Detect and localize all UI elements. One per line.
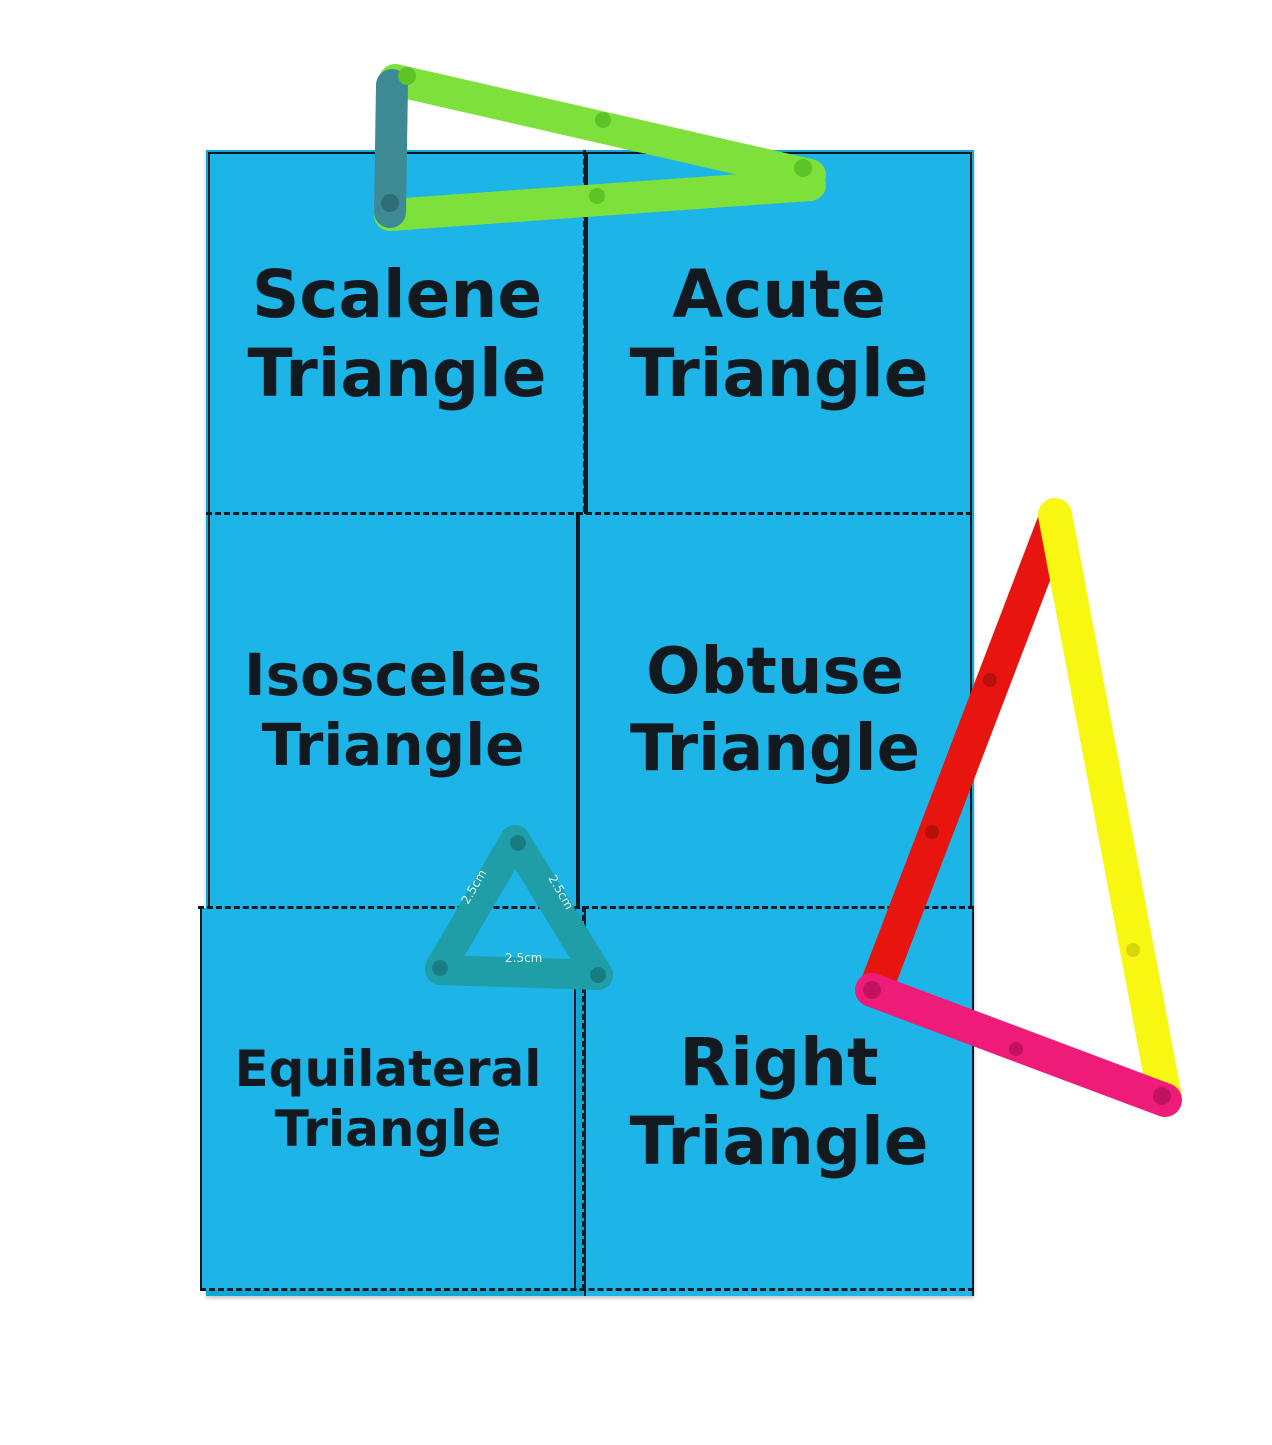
flap-label: Equilateral Triangle [234, 1040, 542, 1158]
flap-label: Scalene Triangle [247, 255, 547, 412]
flap-isosceles[interactable]: Isosceles Triangle [208, 514, 578, 908]
measure-label: 2.5cm [505, 951, 542, 965]
flap-label: Right Triangle [629, 1023, 929, 1180]
flap-label: Obtuse Triangle [629, 635, 921, 786]
right-strip-triangle[interactable] [855, 498, 1182, 1117]
cut-line [198, 906, 974, 909]
cut-line [206, 512, 972, 515]
flap-label: Isosceles Triangle [244, 641, 542, 779]
cut-line [583, 150, 586, 512]
cut-line [582, 906, 585, 1290]
flap-label: Acute Triangle [629, 255, 929, 412]
scalene-strip-triangle[interactable] [374, 64, 826, 231]
cut-line [200, 1288, 974, 1291]
flap-right[interactable]: Right Triangle [584, 908, 974, 1296]
equilateral-strip-triangle[interactable]: 2.5cm 2.5cm 2.5cm [425, 825, 613, 990]
cut-line [576, 512, 579, 908]
flap-obtuse[interactable]: Obtuse Triangle [578, 514, 972, 908]
